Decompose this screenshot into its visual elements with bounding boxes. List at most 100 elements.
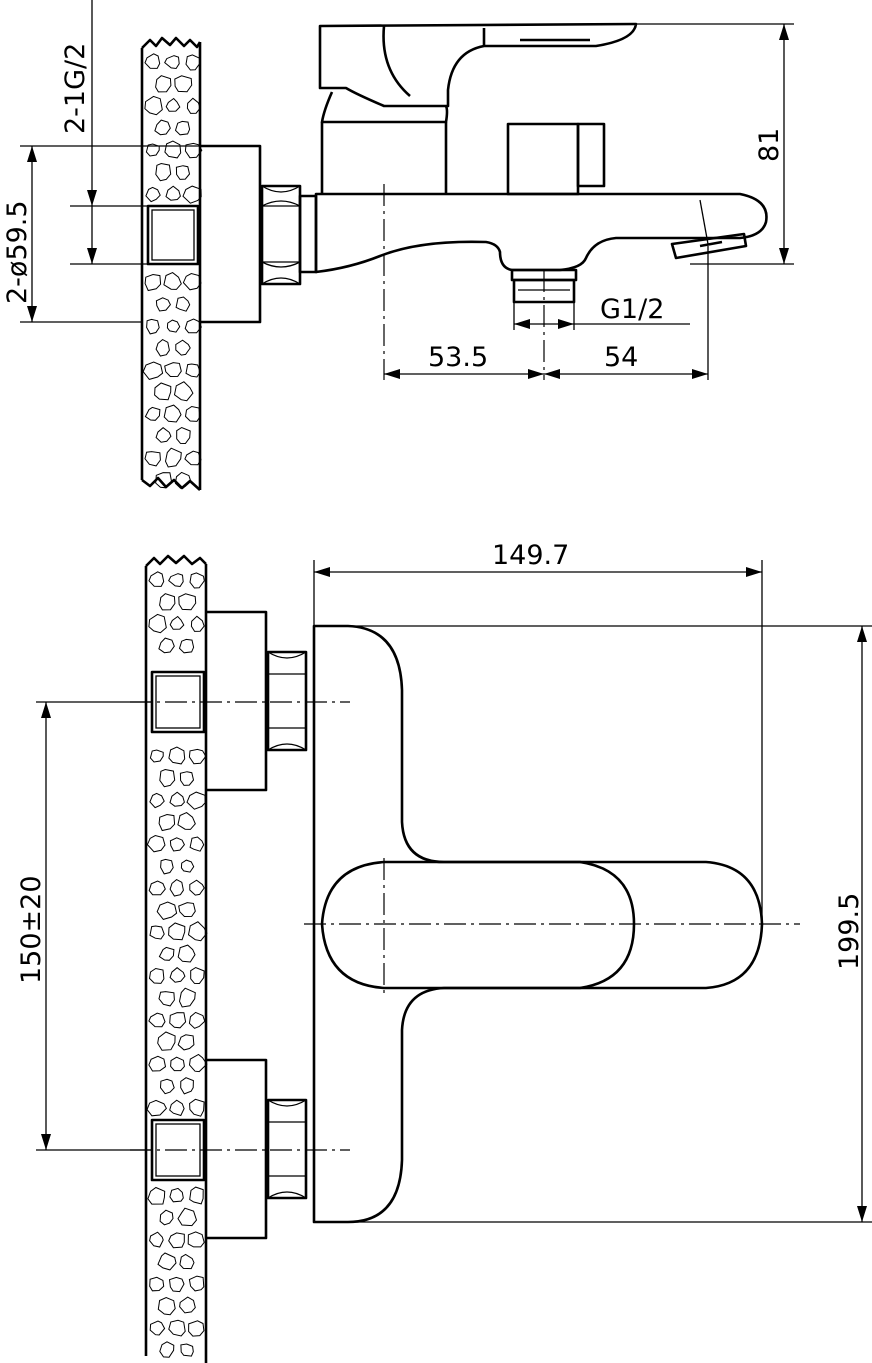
wall-stone: [158, 946, 175, 961]
wall-stone: [149, 792, 165, 809]
dimension-total-height: 199.5: [348, 625, 872, 1223]
side-wall-stone-pattern: [142, 53, 203, 489]
wall-stone: [184, 318, 202, 334]
wall-stone: [184, 450, 202, 466]
wall-stone: [148, 1012, 166, 1028]
wall-stone: [155, 427, 172, 443]
wall-stone: [157, 1296, 176, 1316]
label-thread-pair: 2-1G/2: [60, 43, 91, 134]
wall-stone: [158, 637, 175, 654]
front-wall-section: [144, 554, 208, 1363]
wall-stone: [156, 901, 178, 920]
wall-stone: [189, 1186, 204, 1205]
dimension-thread-pair: 2-1G/2: [60, 0, 148, 265]
wall-stone: [175, 165, 191, 180]
wall-stone: [182, 185, 202, 204]
wall-stone: [168, 1319, 186, 1337]
wall-stone: [178, 987, 196, 1008]
wall-stone: [144, 53, 161, 69]
wall-stone: [164, 447, 182, 468]
wall-stone: [165, 185, 181, 201]
wall-stone: [174, 471, 192, 489]
wall-stone: [178, 902, 196, 918]
side-view: 2-1G/2 2-ø59.5 81 G1/2: [2, 0, 794, 491]
wall-stone: [142, 361, 164, 380]
wall-stone: [187, 1231, 205, 1248]
front-view: 149.7 150±20 199.5: [16, 540, 872, 1363]
wall-stone: [186, 97, 201, 114]
wall-stone: [148, 880, 166, 896]
side-faucet-body: [314, 22, 768, 304]
wall-stone: [179, 771, 195, 786]
wall-stone: [163, 404, 182, 423]
wall-stone: [144, 406, 161, 421]
wall-stone: [159, 1341, 175, 1358]
label-total-height: 199.5: [834, 893, 865, 970]
wall-stone: [159, 1078, 175, 1095]
wall-stone: [165, 97, 181, 112]
wall-stone: [173, 381, 194, 402]
wall-stone: [186, 791, 206, 810]
label-center-distance: 150±20: [16, 875, 47, 984]
wall-stone: [144, 451, 161, 467]
wall-stone: [154, 382, 172, 401]
wall-stone: [182, 272, 202, 291]
wall-stone: [145, 186, 161, 203]
dimension-flange-diameter: 2-ø59.5: [2, 145, 260, 323]
wall-stone: [175, 339, 191, 356]
wall-stone: [164, 362, 182, 378]
wall-stone: [190, 966, 205, 985]
wall-stone: [177, 1207, 198, 1227]
label-outlet-thread: G1/2: [600, 294, 664, 325]
dimension-center-distance: 150±20: [16, 701, 152, 1151]
wall-stone: [164, 140, 182, 159]
wall-stone: [169, 1187, 184, 1203]
wall-stone: [144, 273, 162, 292]
wall-stone: [168, 746, 186, 765]
wall-stone: [180, 1077, 194, 1095]
wall-stone: [155, 162, 172, 182]
wall-stone: [154, 119, 171, 136]
wall-stone: [178, 593, 197, 611]
dimension-outlet-thread: G1/2: [513, 294, 690, 330]
wall-stone: [155, 472, 173, 489]
wall-stone: [149, 925, 165, 940]
wall-stone: [184, 405, 201, 422]
wall-stone: [146, 1099, 168, 1117]
wall-stone: [180, 1343, 194, 1357]
wall-stone: [185, 363, 201, 378]
wall-stone: [148, 1055, 167, 1072]
wall-stone: [187, 921, 208, 942]
side-connector: [298, 194, 318, 274]
wall-stone: [169, 879, 184, 897]
wall-stone: [177, 1034, 195, 1051]
wall-stone: [144, 95, 163, 116]
wall-stone: [189, 572, 205, 589]
dimension-horizontal-offsets: 53.5 54: [384, 246, 709, 380]
wall-stone: [169, 837, 185, 852]
wall-stone: [149, 749, 164, 763]
wall-stone: [155, 297, 171, 312]
wall-stone: [189, 1098, 205, 1117]
wall-stone: [175, 296, 191, 312]
wall-stone: [168, 1276, 185, 1293]
wall-stone: [164, 55, 180, 70]
side-wall-section: [140, 36, 203, 491]
wall-stone: [169, 615, 185, 630]
wall-stone: [146, 318, 160, 335]
wall-stone: [188, 1275, 205, 1292]
front-lower-inlet: [150, 1058, 308, 1240]
wall-stone: [168, 1232, 185, 1249]
wall-stone: [170, 1056, 185, 1072]
dimension-height: 81: [636, 23, 794, 265]
front-wall-stone-pattern: [146, 571, 208, 1358]
wall-stone: [149, 1231, 164, 1248]
wall-stone: [158, 991, 175, 1007]
wall-stone: [189, 879, 205, 896]
label-flange-diameter: 2-ø59.5: [2, 200, 33, 304]
wall-stone: [148, 967, 165, 984]
label-total-width: 149.7: [492, 540, 569, 571]
wall-stone: [188, 1053, 208, 1073]
wall-stone: [169, 1099, 185, 1117]
